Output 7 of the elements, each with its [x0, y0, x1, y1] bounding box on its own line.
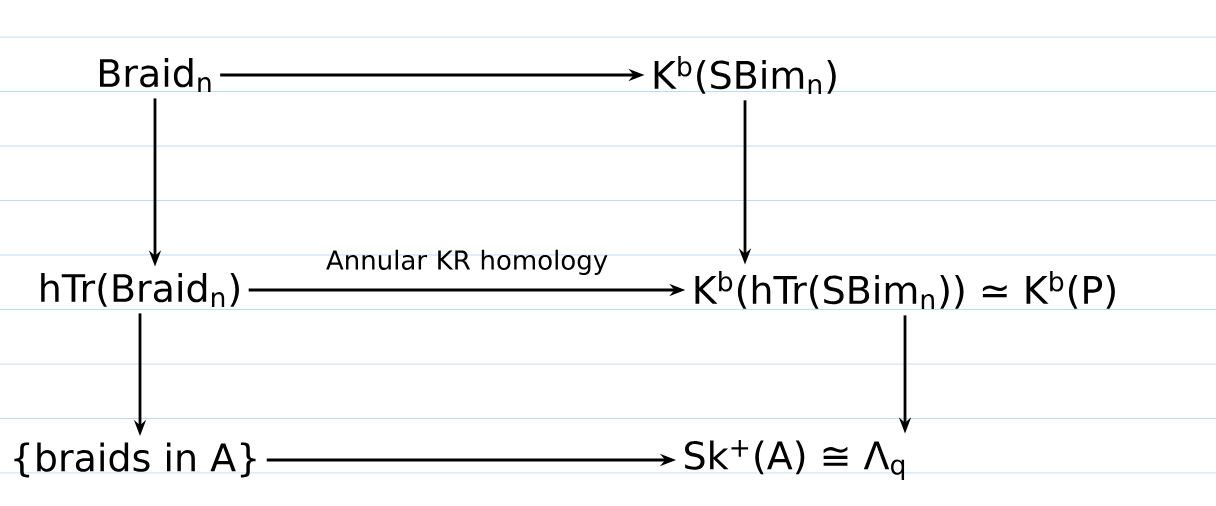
math-label: Sk$^{+}$(A) ≅ Λ$_{q}$ [685, 440, 905, 480]
math-label: K$^{b}$(SBim$_{n}$) [654, 56, 836, 94]
edge-label: Annular KR homology [326, 249, 608, 275]
math-label: {braids in A} [14, 442, 256, 478]
math-label: Braid$_{n}$ [100, 57, 211, 92]
math-label: K$^{b}$(hTr(SBim$_{n}$)) ≃ K$^{b}$(P) [695, 271, 1115, 309]
math-label: hTr(Braid$_{n}$) [41, 272, 239, 307]
